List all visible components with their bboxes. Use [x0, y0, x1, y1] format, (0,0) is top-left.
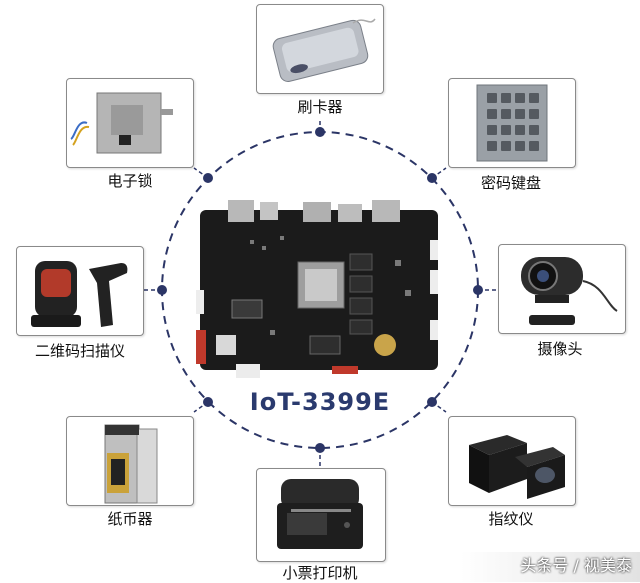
- node-top-left: [203, 173, 213, 183]
- watermark-text: 头条号 / 视美泰: [520, 556, 632, 575]
- lock-label: 电子锁: [107, 172, 153, 190]
- banknote-label: 纸币器: [107, 510, 153, 528]
- circuit-board-image: [196, 200, 438, 378]
- board-title: IoT-3399E: [249, 388, 391, 416]
- keypad-card: [448, 78, 576, 168]
- receipt-printer-card: [256, 468, 386, 562]
- camera-label: 摄像头: [537, 340, 583, 358]
- node-bottom-right: [427, 397, 437, 407]
- banknote-card: [66, 416, 194, 506]
- node-bottom: [315, 443, 325, 453]
- node-top: [315, 127, 325, 137]
- node-top-right: [427, 173, 437, 183]
- fingerprint-scanner-icon: [469, 435, 565, 499]
- fingerprint-card: [448, 416, 576, 506]
- node-right: [473, 285, 483, 295]
- fingerprint-label: 指纹仪: [488, 510, 534, 528]
- card-reader-label: 刷卡器: [297, 98, 343, 116]
- node-left: [157, 285, 167, 295]
- lock-card: [66, 78, 194, 168]
- barcode-label: 二维码扫描仪: [34, 342, 126, 360]
- electronic-lock-icon: [70, 92, 173, 154]
- printer-icon: [277, 479, 363, 549]
- keypad-icon: [476, 84, 548, 162]
- card-reader-icon: [272, 18, 376, 82]
- receipt-printer-label: 小票打印机: [282, 564, 358, 582]
- keypad-label: 密码键盘: [480, 174, 542, 192]
- camera-icon: [521, 257, 618, 325]
- watermark-background: [460, 552, 640, 582]
- barcode-card: [16, 246, 144, 336]
- camera-card: [498, 244, 626, 334]
- card-reader-card: [256, 4, 384, 94]
- barcode-scanner-icon: [31, 261, 128, 327]
- bill-acceptor-icon: [104, 424, 158, 504]
- node-bottom-left: [203, 397, 213, 407]
